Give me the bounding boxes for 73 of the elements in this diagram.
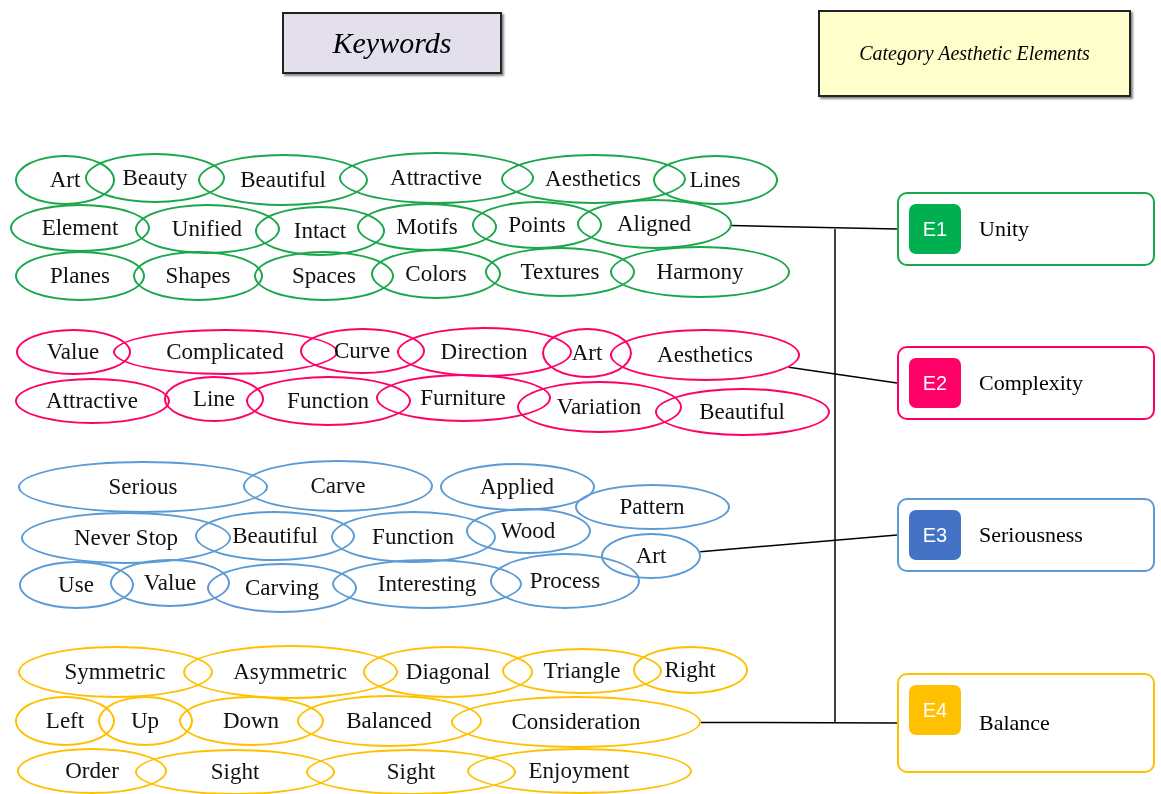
keyword-ellipse: Textures: [485, 247, 635, 297]
keyword-ellipse: Never Stop: [21, 512, 231, 564]
keyword-ellipse: Colors: [371, 249, 501, 299]
keyword-ellipse: Harmony: [610, 246, 790, 298]
keyword-ellipse: Value: [15, 329, 131, 375]
keyword-ellipse: Art: [601, 533, 701, 579]
category-label: Complexity: [979, 370, 1083, 396]
keyword-ellipse: Beautiful: [654, 388, 830, 436]
keyword-ellipse: Right: [632, 646, 748, 694]
keyword-ellipse: Value: [110, 559, 230, 607]
category-badge: E1: [909, 204, 961, 254]
keyword-ellipse: Motifs: [357, 203, 497, 251]
category-label: Unity: [979, 216, 1030, 242]
keyword-ellipse: Intact: [255, 206, 385, 256]
keyword-ellipse: Aligned: [576, 199, 732, 249]
keyword-ellipse: Attractive: [338, 152, 534, 204]
keyword-ellipse: Element: [10, 204, 150, 252]
connector-line: [699, 534, 898, 553]
keyword-ellipse: Beauty: [85, 153, 225, 203]
keyword-ellipse: Wood: [465, 508, 591, 554]
keyword-ellipse: Consideration: [451, 696, 701, 748]
heading-box: Category Aesthetic Elements: [818, 10, 1131, 97]
keyword-ellipse: Serious: [18, 461, 268, 513]
category-box: [897, 498, 1155, 572]
keyword-ellipse: Up: [97, 696, 193, 746]
keyword-ellipse: Left: [15, 696, 115, 746]
keyword-ellipse: Order: [17, 748, 167, 794]
keyword-ellipse: Shapes: [133, 251, 263, 301]
keyword-ellipse: Aesthetics: [610, 329, 800, 381]
keyword-ellipse: Down: [178, 696, 324, 746]
keyword-ellipse: Interesting: [332, 559, 522, 609]
keyword-ellipse: Triangle: [502, 648, 662, 694]
keyword-ellipse: Symmetric: [17, 646, 213, 698]
keyword-ellipse: Function: [330, 511, 496, 563]
keyword-ellipse: Direction: [396, 327, 572, 377]
keyword-ellipse: Furniture: [375, 374, 551, 422]
category-badge: E3: [909, 510, 961, 560]
keyword-ellipse: Asymmetric: [182, 645, 398, 699]
category-label: Balance: [979, 710, 1050, 736]
category-box: [897, 346, 1155, 420]
connector-line: [700, 721, 898, 724]
heading-box: Keywords: [282, 12, 502, 74]
keyword-ellipse: Spaces: [254, 251, 394, 301]
category-box: [897, 673, 1155, 773]
keyword-ellipse: Diagonal: [363, 646, 533, 698]
keyword-ellipse: Art: [15, 155, 115, 205]
category-badge: E4: [909, 685, 961, 735]
keyword-ellipse: Art: [542, 328, 632, 378]
category-box: [897, 192, 1155, 266]
category-label: Seriousness: [979, 522, 1083, 548]
keyword-ellipse: Curve: [299, 328, 425, 374]
keyword-ellipse: Use: [18, 561, 134, 609]
keyword-ellipse: Sight: [135, 749, 335, 794]
keyword-ellipse: Pattern: [574, 484, 730, 530]
keyword-ellipse: Aesthetics: [500, 154, 686, 204]
keyword-ellipse: Function: [245, 376, 411, 426]
keyword-ellipse: Attractive: [14, 378, 170, 424]
keyword-ellipse: Enjoyment: [466, 748, 692, 794]
connector-line: [788, 366, 898, 384]
keyword-ellipse: Lines: [652, 155, 778, 205]
keyword-ellipse: Beautiful: [195, 511, 355, 561]
category-badge: E2: [909, 358, 961, 408]
keyword-ellipse: Carve: [243, 460, 433, 512]
keyword-ellipse: Points: [472, 201, 602, 249]
keyword-ellipse: Applied: [439, 463, 595, 511]
keyword-ellipse: Balanced: [296, 695, 482, 747]
keyword-ellipse: Carving: [207, 563, 357, 613]
connector-line: [730, 224, 898, 230]
keyword-ellipse: Sight: [306, 749, 516, 794]
keyword-ellipse: Line: [164, 376, 264, 422]
keyword-ellipse: Variation: [516, 381, 682, 433]
keyword-ellipse: Planes: [15, 251, 145, 301]
keyword-ellipse: Unified: [134, 204, 280, 254]
